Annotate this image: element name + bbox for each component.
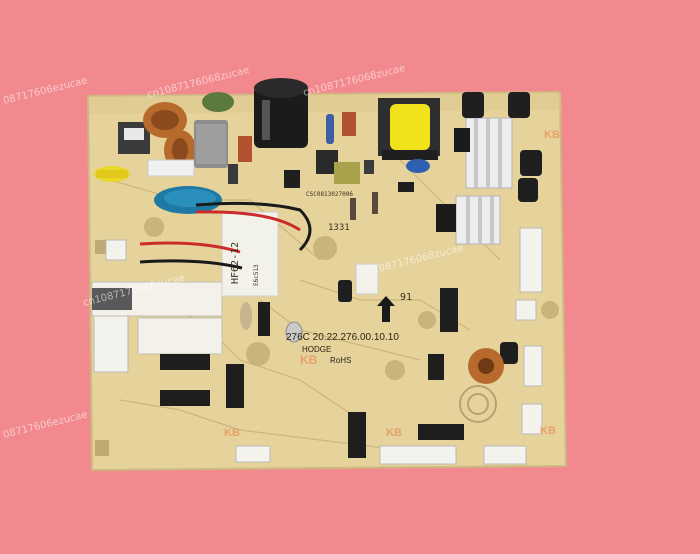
marking-1331: 1331 (328, 223, 350, 233)
blue-capacitor (154, 186, 222, 214)
kb-mark-center: KB (300, 353, 318, 367)
green-capacitor (202, 92, 234, 112)
misc-components (228, 112, 414, 220)
x-capacitor (194, 120, 228, 168)
kb-mark-bottom-right: KB (540, 425, 556, 437)
connectors-bottom (235, 445, 527, 465)
ic-chips (160, 263, 464, 458)
white-module (139, 201, 312, 297)
resistor-beige (240, 302, 252, 330)
kb-mark-top-right: KB (544, 129, 560, 141)
kb-mark-bottom-center: KB (386, 427, 402, 439)
crystal (285, 321, 303, 343)
relay-label: HF62-12 (230, 242, 241, 284)
toroid-inductor (459, 348, 504, 423)
electrolytic-capacitor-large (254, 78, 308, 148)
rohs-mark: RoHS (330, 356, 351, 365)
heatsink-bottom (436, 195, 501, 245)
fuse (94, 166, 130, 182)
small-capacitors (338, 92, 542, 364)
kb-mark-bottom-left: KB (224, 427, 240, 439)
copper-choke (118, 102, 196, 177)
transformer-text: E6c513 (253, 264, 260, 286)
switching-transformer (378, 98, 440, 173)
relays (91, 281, 223, 355)
heatsink-top (454, 117, 513, 189)
arrow-up-icon (377, 296, 395, 322)
watermark-5: 08717606ezucae (2, 75, 89, 107)
recycle-mark: 91 (400, 292, 412, 303)
model-line: 276C 20.22.276.00.10.10 (286, 332, 399, 343)
silk-code: CSC0813027006 (306, 191, 353, 198)
maker-line: HODGE (302, 345, 331, 354)
connectors-right (93, 227, 543, 435)
watermark-6: 08717606ezucae (2, 409, 89, 441)
